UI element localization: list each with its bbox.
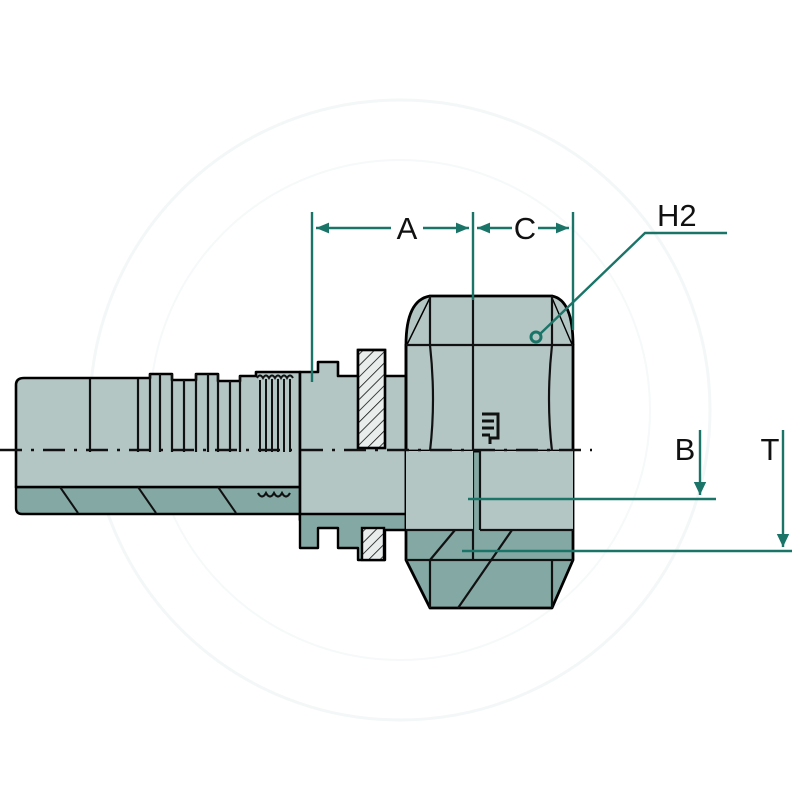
- nut-inner-bore-step: [406, 451, 473, 530]
- sealing-washer-hatched: [356, 348, 387, 450]
- collar-lower-shadow: [298, 512, 408, 562]
- dim-label-h2: H2: [657, 198, 697, 233]
- dim-label-c: C: [514, 211, 536, 246]
- hex-nut-right-round-edge: [551, 294, 575, 346]
- dim-label-a: A: [397, 211, 418, 246]
- nut-bore-edges: [406, 451, 573, 532]
- sealing-washer-hatched-lower: [360, 526, 386, 562]
- dim-label-b: B: [675, 432, 696, 467]
- dim-label-t: T: [761, 432, 780, 467]
- hex-nut-left-round-edge: [404, 294, 431, 346]
- hose-barb-stem: [14, 370, 302, 489]
- dimension-annotations: A C H2 B T: [310, 198, 792, 553]
- nut-inner-bore-step-right: [480, 451, 573, 530]
- collar-shoulder: [298, 348, 408, 522]
- thread-profile-mark: [482, 412, 500, 444]
- hex-nut-facet-lines: [406, 296, 573, 452]
- barb-serration-lines: [88, 374, 242, 452]
- stem-bottom-bevels: [59, 486, 237, 514]
- knurl-band-top-profile: [256, 374, 294, 380]
- fitting-assembly: [0, 294, 592, 610]
- knurl-band-lower: [257, 490, 291, 498]
- knurl-band: [259, 379, 291, 452]
- h2-pointer-dot: [529, 330, 543, 344]
- h2-leader-line: [539, 231, 727, 335]
